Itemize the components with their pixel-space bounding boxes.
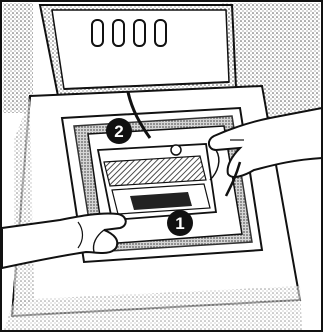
- lid-vent-slot: [92, 20, 103, 46]
- lid-vent-slot: [113, 20, 124, 46]
- lid-vent-slot: [155, 20, 166, 46]
- step-badge-1: 1: [167, 210, 193, 236]
- knob-icon: [171, 145, 181, 155]
- step-number-2: 2: [114, 122, 123, 141]
- step-number-1: 1: [175, 214, 184, 233]
- cover-grille: [104, 156, 206, 186]
- lid-vent-slot: [134, 20, 145, 46]
- machine-lid: [40, 5, 236, 96]
- step-badge-2: 2: [106, 118, 132, 144]
- drum-cover: [98, 144, 216, 220]
- background-left: [3, 3, 33, 113]
